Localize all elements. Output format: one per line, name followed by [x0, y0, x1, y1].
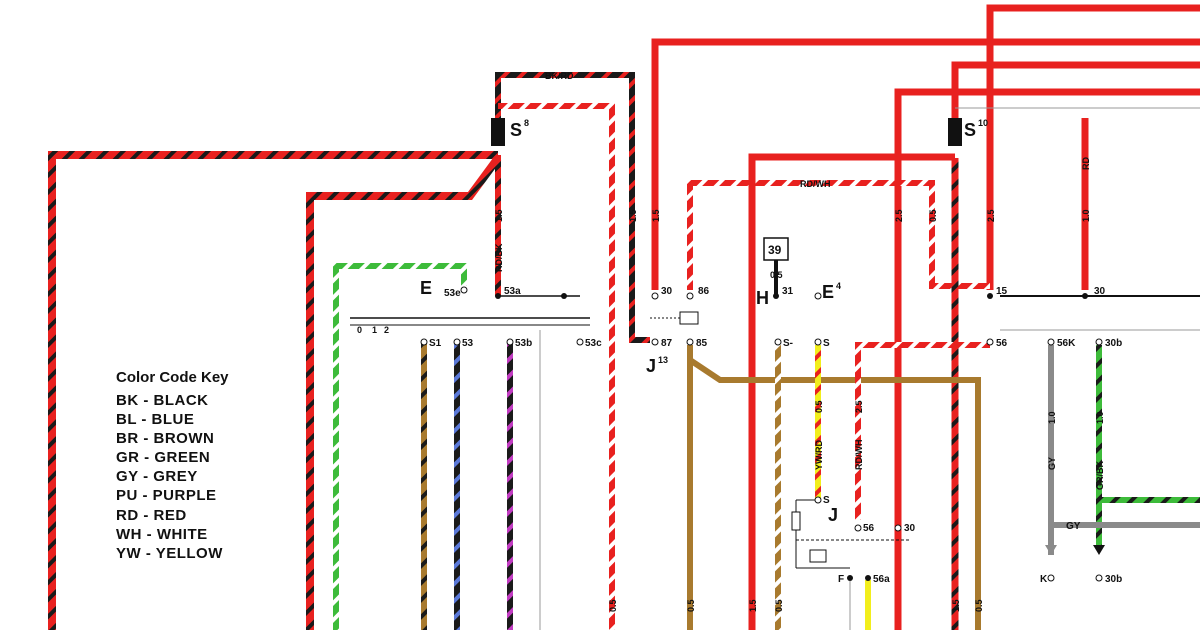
terminal-56-right: 56	[996, 338, 1008, 349]
component-s10-letter: S	[964, 120, 976, 140]
terminal-31: 31	[782, 286, 794, 297]
terminal-53e: 53e	[444, 288, 461, 299]
label-bk-rd: BK/RD	[545, 71, 574, 81]
color-key-item: BK - BLACK	[116, 392, 209, 409]
terminal-30-right: 30	[1094, 286, 1106, 297]
component-s8-sup: 8	[524, 118, 529, 128]
label-rd-top-right: RD	[1081, 157, 1091, 170]
label-gy-vertical: GY	[1047, 457, 1057, 470]
gauge-1-0-gy: 1.0	[1047, 411, 1057, 424]
relay-j13	[679, 311, 699, 325]
switch-pos-0: 0	[357, 325, 362, 335]
color-key-item: PU - PURPLE	[116, 487, 217, 504]
terminal-s-minus: S-	[783, 338, 793, 349]
gauge-1-0-grbk: 1.0	[1095, 411, 1105, 424]
wire-rd-wh-86	[687, 180, 990, 290]
terminal-30-lower: 30	[904, 523, 916, 534]
gauge-2-5: 2.5	[894, 209, 904, 222]
terminal-15-right: 15	[996, 286, 1008, 297]
component-j-letter: J	[828, 505, 838, 525]
terminal-s1: S1	[429, 338, 442, 349]
gauge-bottom-3: 1.5	[748, 599, 758, 612]
terminal-87: 87	[661, 338, 673, 349]
wire-rd-wh-down	[855, 342, 990, 520]
gauge-0-5-ywrd: 0.5	[814, 400, 824, 413]
label-yw-rd-vertical: YW/RD	[814, 440, 824, 470]
gauge-1-5-rdbk: 1.5	[494, 209, 504, 222]
wire-red-top-2	[986, 4, 1200, 290]
diode-grbk	[1093, 545, 1105, 555]
color-key-item: RD - RED	[116, 507, 187, 524]
gauge-bottom-4: 0.5	[774, 599, 784, 612]
color-key-item: BR - BROWN	[116, 430, 214, 447]
terminal-s-lower: S	[823, 495, 830, 506]
color-key-title: Color Code Key	[116, 369, 229, 386]
component-j13-sup: 13	[658, 355, 668, 365]
terminal-53c: 53c	[585, 338, 602, 349]
fuse-s10	[948, 118, 962, 146]
component-e4-sup: 4	[836, 281, 841, 291]
relay-j	[791, 511, 801, 531]
terminal-s: S	[823, 338, 830, 349]
component-e4-letter: E	[822, 282, 834, 302]
terminal-53b: 53b	[515, 338, 532, 349]
color-code-key: Color Code Key BK - BLACK BL - BLUE BR -…	[116, 369, 229, 562]
wire-red-top-3	[951, 61, 1200, 118]
terminal-85: 85	[696, 338, 708, 349]
label-rd-wh-vertical: RD/WH	[854, 440, 864, 471]
terminal-30-relay: 30	[661, 286, 673, 297]
gauge-bottom-5: 1.5	[951, 599, 961, 612]
gauge-bottom-1: 0.5	[608, 599, 618, 612]
label-gy-horizontal: GY	[1066, 521, 1081, 532]
terminal-k: K	[1040, 574, 1048, 585]
terminal-30b-lower: 30b	[1105, 574, 1122, 585]
terminal-53a: 53a	[504, 286, 521, 297]
gauge-bottom-2: 0.5	[686, 599, 696, 612]
wire-rd-wh-s8	[498, 103, 615, 630]
gauge-2-5-right: 2.5	[986, 209, 996, 222]
wire-red-top-1	[651, 38, 1200, 290]
terminal-86: 86	[698, 286, 710, 297]
diode-gy	[1045, 545, 1057, 555]
gauge-1-5-bkrd: 1.5	[628, 209, 638, 222]
component-e-letter: E	[420, 278, 432, 298]
gauge-1-0-rd: 1.0	[1081, 209, 1091, 222]
gauge-bottom-6: 0.5	[974, 599, 984, 612]
component-39-label: 39	[768, 243, 782, 257]
wire-rd-bk-second-loop	[306, 155, 502, 630]
color-key-item: YW - YELLOW	[116, 545, 223, 562]
wire-br-horizontal	[688, 357, 981, 630]
component-s10-sup: 10	[978, 118, 988, 128]
color-key-item: WH - WHITE	[116, 526, 208, 543]
component-h-letter: H	[756, 288, 769, 308]
terminal-56k: 56K	[1057, 338, 1076, 349]
wire-red-15	[748, 153, 955, 630]
component-s8-letter: S	[510, 120, 522, 140]
label-rd-bk-vertical: RD/BK	[494, 243, 504, 272]
color-key-item: GR - GREEN	[116, 449, 210, 466]
wire-gr-wh-53e	[333, 263, 467, 630]
gauge-0-5-a: 0.5	[928, 209, 938, 222]
terminal-56a: 56a	[873, 574, 890, 585]
terminal-30b: 30b	[1105, 338, 1122, 349]
label-rd-wh-top: RD/WH	[800, 179, 831, 189]
switch-pos-2: 2	[384, 325, 389, 335]
wire-bk-rd-top	[495, 72, 650, 343]
fuse-s8	[491, 118, 505, 146]
color-key-item: GY - GREY	[116, 468, 198, 485]
terminal-f: F	[838, 574, 844, 585]
color-key-item: BL - BLUE	[116, 411, 194, 428]
wire-red-top-4	[894, 88, 1200, 630]
wire-rd-bk-left-loop	[48, 151, 498, 630]
switch-pos-1: 1	[372, 325, 377, 335]
terminal-53: 53	[462, 338, 474, 349]
gauge-2-5-rdwh: 2.5	[854, 400, 864, 413]
label-gr-bk-vertical: GR/BK	[1095, 461, 1105, 491]
component-j13-letter: J	[646, 356, 656, 376]
terminal-56-lower: 56	[863, 523, 875, 534]
gauge-0-5-39: 0.5	[770, 270, 783, 280]
gauge-1-5-red: 1.5	[651, 209, 661, 222]
